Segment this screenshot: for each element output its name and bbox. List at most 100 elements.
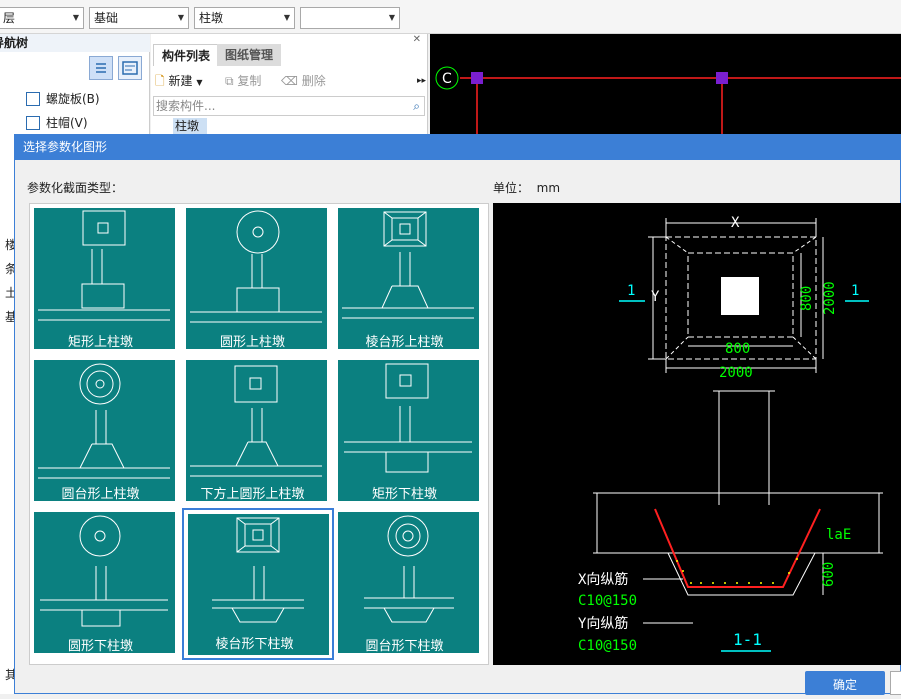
rect-lower-pier-icon: [344, 363, 472, 473]
new-button[interactable]: 🗋 新建 ▼: [155, 72, 202, 90]
chevron-down-icon: ▼: [177, 13, 184, 22]
detail-icon: [122, 61, 138, 75]
shape-tile: [338, 360, 479, 501]
column-marker: [471, 72, 483, 84]
shape-round-frustum-lower[interactable]: 圆台形下柱墩: [334, 508, 486, 660]
axis-label: C: [442, 71, 452, 87]
shape-rect-lower[interactable]: 矩形下柱墩: [334, 356, 486, 508]
shape-grid: 矩形上柱墩 圆形上柱墩 棱台形上柱墩: [29, 203, 489, 665]
dim-2000-horizontal: 2000: [719, 365, 753, 381]
copy-button[interactable]: ⧉ 复制: [225, 72, 261, 90]
tab-label: 图纸管理: [225, 48, 274, 62]
category-combo-value: 基础: [94, 11, 119, 25]
shape-label: 矩形上柱墩: [67, 335, 133, 350]
component-combo[interactable]: ▼: [300, 7, 400, 29]
tab-drawing-management[interactable]: 图纸管理: [217, 44, 282, 66]
ok-button[interactable]: 确定: [805, 671, 885, 695]
column-marker: [716, 72, 728, 84]
list-view-button[interactable]: [89, 56, 113, 80]
shape-rect-upper[interactable]: 矩形上柱墩: [30, 204, 182, 356]
shape-frustum-lower[interactable]: 棱台形下柱墩: [182, 508, 334, 660]
more-icon[interactable]: ▸▸: [417, 76, 427, 86]
dim-2000-vertical: 2000: [822, 281, 838, 315]
dim-y-label: Y: [651, 289, 660, 305]
select-shape-dialog: 选择参数化图形 参数化截面类型： 单位： mm 矩形上柱墩 圆形上柱墩: [14, 134, 901, 695]
detail-view-button[interactable]: [118, 56, 142, 80]
nav-item-label: 柱帽(V): [46, 116, 88, 130]
nav-title: 导航树: [0, 34, 150, 52]
nav-item-spiral-slab[interactable]: 螺旋板(B): [26, 90, 100, 108]
shape-frustum-upper[interactable]: 棱台形上柱墩: [334, 204, 486, 356]
section-mark-left: 1: [627, 283, 635, 299]
copy-icon: ⧉: [225, 74, 234, 88]
round-frustum-lower-pier-icon: [364, 515, 454, 623]
section-title: 1-1: [733, 630, 762, 649]
chevron-down-icon: ▼: [283, 13, 290, 22]
unit-label-text: 单位：: [493, 181, 530, 195]
circle-upper-pier-icon: [190, 210, 322, 323]
frustum-lower-pier-icon: [212, 517, 304, 623]
section-type-label: 参数化截面类型：: [27, 181, 124, 195]
list-item[interactable]: 柱墩: [173, 118, 207, 134]
shape-tile: [186, 360, 327, 501]
preview-drawing: X Y 800 2000 800 2000 1 1 laE 600 X向纵筋 C…: [578, 215, 883, 654]
circle-lower-pier-icon: [40, 515, 168, 627]
nav-title-text: 导航树: [0, 36, 29, 50]
type-combo[interactable]: 柱墩 ▼: [194, 7, 295, 29]
shape-circle-lower[interactable]: 圆形下柱墩: [30, 508, 182, 660]
search-placeholder: 搜索构件...: [156, 99, 216, 113]
x-rebar-label: X向纵筋: [578, 571, 628, 588]
shape-circle-upper[interactable]: 圆形上柱墩: [182, 204, 334, 356]
square-circle-upper-pier-icon: [190, 365, 322, 477]
shape-round-frustum-upper[interactable]: 圆台形上柱墩: [30, 356, 182, 508]
ok-label: 确定: [832, 678, 857, 692]
shape-preview: X Y 800 2000 800 2000 1 1 laE 600 X向纵筋 C…: [493, 203, 901, 665]
shape-tile: [338, 512, 479, 653]
floor-combo[interactable]: 层 ▼: [0, 7, 84, 29]
lae-label: laE: [826, 527, 851, 543]
unit-value: mm: [536, 181, 561, 195]
delete-button[interactable]: ⌫ 删除: [281, 72, 326, 90]
delete-icon: ⌫: [281, 74, 298, 88]
top-toolbar: 层 ▼ 基础 ▼ 柱墩 ▼ ▼: [0, 0, 901, 34]
dim-800-horizontal: 800: [725, 341, 750, 357]
type-combo-value: 柱墩: [199, 11, 224, 25]
shape-square-circle-upper[interactable]: 下方上圆形上柱墩: [182, 356, 334, 508]
close-icon[interactable]: ✕: [412, 34, 421, 45]
shape-label: 棱台形下柱墩: [215, 637, 294, 652]
floor-combo-value: 层: [3, 11, 16, 25]
rect-upper-pier-icon: [38, 210, 170, 321]
column-cap-icon: [26, 116, 40, 130]
frustum-upper-pier-icon: [342, 211, 474, 319]
shape-label: 下方上圆形上柱墩: [200, 487, 305, 502]
nav-item-column-cap[interactable]: 柱帽(V): [26, 114, 88, 132]
shape-tile: [188, 514, 329, 655]
column-section: [721, 277, 759, 315]
list-item-label: 柱墩: [175, 119, 200, 133]
chevron-down-icon: ▼: [196, 78, 203, 87]
list-icon: [96, 63, 106, 73]
dim-800-vertical: 800: [799, 286, 815, 311]
tab-label: 构件列表: [162, 49, 211, 63]
shape-label: 圆台形上柱墩: [61, 487, 140, 502]
shape-label: 棱台形上柱墩: [365, 335, 444, 350]
copy-label: 复制: [237, 74, 262, 88]
tab-component-list[interactable]: 构件列表: [153, 44, 220, 66]
shape-label: 圆形下柱墩: [67, 639, 133, 654]
chevron-down-icon: ▼: [72, 13, 79, 22]
spiral-slab-icon: [26, 92, 40, 106]
navigation-panel: 导航树 螺旋板(B) 柱帽(V): [0, 34, 150, 134]
axis-bubble: [435, 66, 459, 90]
section-mark-right: 1: [851, 283, 859, 299]
search-input[interactable]: 搜索构件... ⌕: [153, 96, 425, 116]
delete-label: 删除: [301, 74, 326, 88]
y-rebar-label: Y向纵筋: [578, 615, 628, 632]
category-combo[interactable]: 基础 ▼: [89, 7, 189, 29]
shape-tile: [338, 208, 479, 349]
cancel-button[interactable]: [890, 671, 901, 695]
dim-x-label: X: [731, 215, 740, 231]
chevron-down-icon: ▼: [388, 13, 395, 22]
nav-item-label: 螺旋板(B): [46, 92, 100, 106]
cad-canvas[interactable]: C: [430, 34, 901, 134]
dim-600: 600: [821, 562, 837, 587]
